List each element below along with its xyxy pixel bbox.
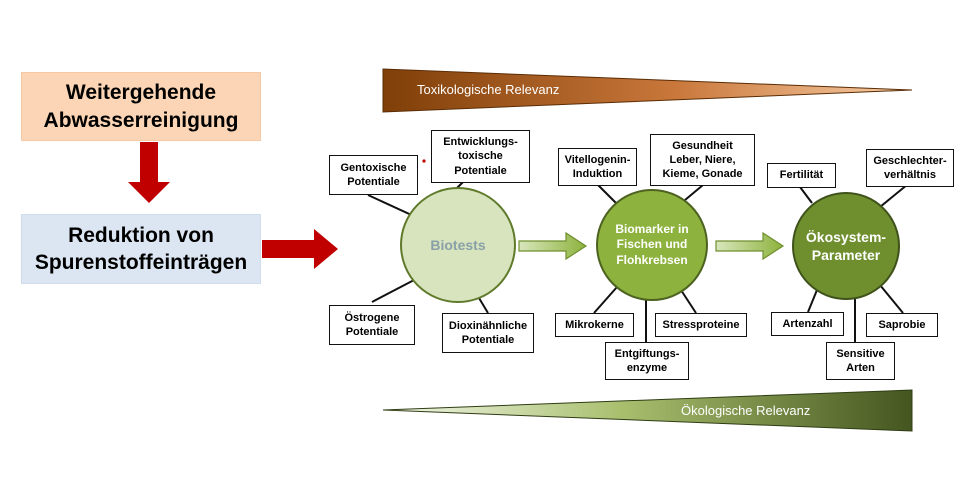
artenzahl-box: Artenzahl — [771, 312, 844, 336]
stressproteine-box: Stressproteine — [655, 313, 747, 337]
entwicklung-box: Entwicklungs- toxische Potentiale — [431, 130, 530, 183]
sensitive-box: Sensitive Arten — [826, 342, 895, 380]
mikrokerne-box: Mikrokerne — [555, 313, 634, 337]
right-arrow — [262, 229, 338, 269]
entgiftung-box: Entgiftungs- enzyme — [605, 342, 689, 380]
oekosystem-circle: Ökosystem- Parameter — [792, 192, 900, 300]
toxicology-wedge — [382, 68, 913, 113]
vitellogenin-box: Vitellogenin- Induktion — [558, 148, 637, 186]
ecology-wedge — [382, 389, 913, 432]
toxicology-label: Toxikologische Relevanz — [417, 82, 560, 97]
advanced-wastewater-box: Weitergehende Abwasserreinigung — [21, 72, 261, 141]
trace-substance-reduction-box: Reduktion von Spurenstoffeinträgen — [21, 214, 261, 284]
biomarker-circle: Biomarker in Fischen und Flohkrebsen — [596, 189, 708, 301]
gesundheit-box: Gesundheit Leber, Niere, Kieme, Gonade — [650, 134, 755, 186]
down-arrow — [128, 142, 170, 203]
biotests-circle: Biotests — [400, 187, 516, 303]
dioxin-box: Dioxinähnliche Potentiale — [442, 313, 534, 353]
saprobie-box: Saprobie — [866, 313, 938, 337]
gentox-box: Gentoxische Potentiale — [329, 155, 418, 195]
biomarker-spokes — [593, 184, 704, 342]
ecology-label: Ökologische Relevanz — [681, 403, 811, 418]
green-arrow-2 — [715, 231, 785, 261]
fertilitaet-box: Fertilität — [767, 163, 836, 188]
green-arrow-1 — [518, 231, 588, 261]
geschlechter-box: Geschlechter- verhältnis — [866, 149, 954, 187]
red-dot — [422, 159, 426, 163]
oestrogen-box: Östrogene Potentiale — [329, 305, 415, 345]
